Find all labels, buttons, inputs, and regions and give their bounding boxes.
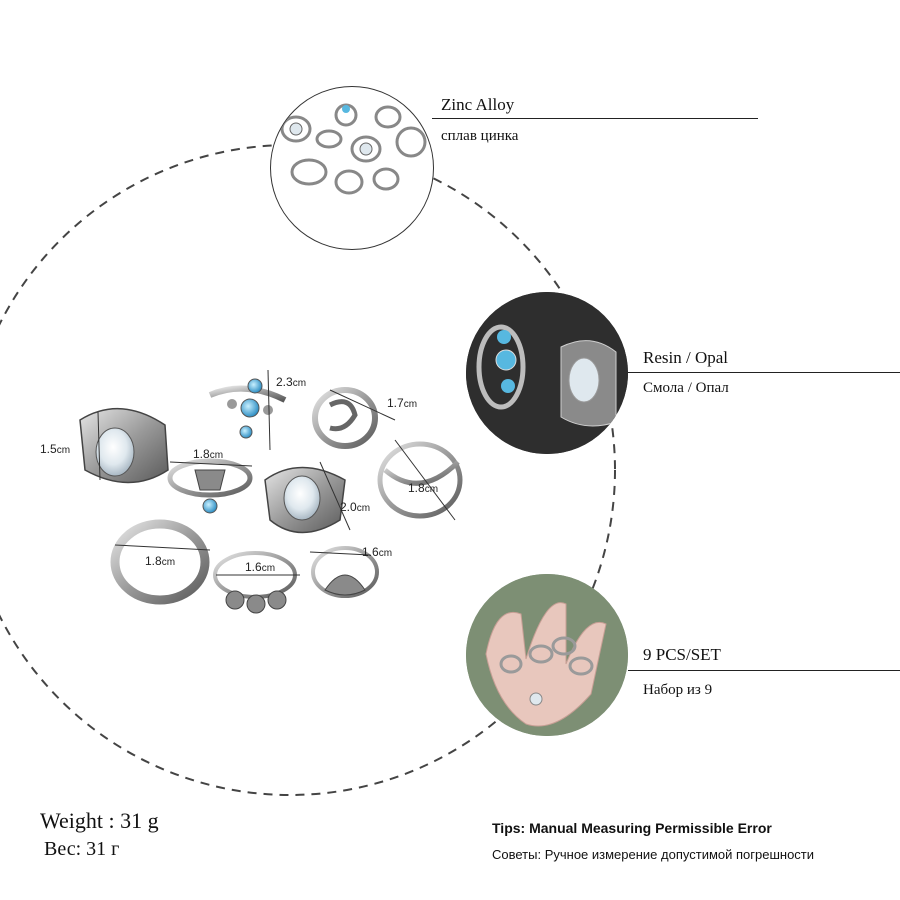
- weight-label-ru: Вес: 31 г: [44, 838, 120, 860]
- measurement-unit: cm: [424, 484, 439, 495]
- ring-om: [312, 387, 378, 449]
- ring-turquoise-cross: [208, 378, 287, 439]
- measurement-label: 1.8cm: [408, 481, 438, 495]
- measurement-value: 1.6: [245, 560, 262, 574]
- measurement-value: 1.8: [193, 447, 210, 461]
- material-label: Zinc Alloy: [441, 95, 515, 114]
- stone-closeup-image: [466, 292, 628, 454]
- tips-title-ru: Советы: Ручное измерение допустимой погр…: [492, 847, 815, 862]
- measurement-unit: cm: [356, 503, 371, 514]
- material-label-ru: сплав цинка: [441, 128, 519, 144]
- measurement-unit: cm: [261, 563, 276, 574]
- count-thumbnail: [466, 574, 628, 736]
- ring-small-turquoise: [167, 458, 253, 514]
- material-divider: [432, 118, 758, 119]
- stone-divider: [628, 372, 900, 373]
- tips-title: Tips: Manual Measuring Permissible Error: [492, 820, 772, 836]
- count-label: 9 PCS/SET: [643, 645, 721, 664]
- material-thumbnail: [270, 86, 434, 250]
- stone-thumbnail: [466, 292, 628, 454]
- measurement-label: 1.5cm: [40, 442, 70, 456]
- measurement-value: 2.0: [340, 500, 357, 514]
- ring-band: [110, 519, 210, 605]
- measurement-unit: cm: [378, 548, 393, 559]
- measurement-value: 2.3: [276, 375, 293, 389]
- measurement-unit: cm: [403, 399, 418, 410]
- measurement-value: 1.5: [40, 442, 57, 456]
- measurement-label: 1.7cm: [387, 396, 417, 410]
- measurement-label: 2.3cm: [276, 375, 306, 389]
- count-divider: [628, 670, 900, 671]
- measurement-value: 1.8: [408, 481, 425, 495]
- hand-wearing-rings-image: [466, 574, 628, 736]
- ring-flowers: [213, 551, 297, 614]
- measurement-label: 1.6cm: [362, 545, 392, 559]
- measurement-value: 1.7: [387, 396, 404, 410]
- measurement-label: 1.6cm: [245, 560, 275, 574]
- measurement-value: 1.6: [362, 545, 379, 559]
- measurement-unit: cm: [161, 557, 176, 568]
- stone-label: Resin / Opal: [643, 348, 728, 367]
- mini-ring-set-image: [280, 103, 427, 195]
- stone-label-ru: Смола / Опал: [643, 380, 729, 396]
- measurement-unit: cm: [56, 445, 71, 456]
- measurement-label: 2.0cm: [340, 500, 370, 514]
- count-label-ru: Набор из 9: [643, 682, 713, 698]
- ring-opal-center: [264, 466, 346, 534]
- ring-opal-large: [79, 408, 169, 484]
- measurement-label: 1.8cm: [145, 554, 175, 568]
- measurement-label: 1.8cm: [193, 447, 223, 461]
- measurement-unit: cm: [209, 450, 224, 461]
- ring-crossed: [377, 441, 463, 519]
- measurement-value: 1.8: [145, 554, 162, 568]
- ring-lotus: [311, 546, 379, 598]
- measurement-unit: cm: [292, 378, 307, 389]
- weight-label: Weight : 31 g: [40, 808, 159, 833]
